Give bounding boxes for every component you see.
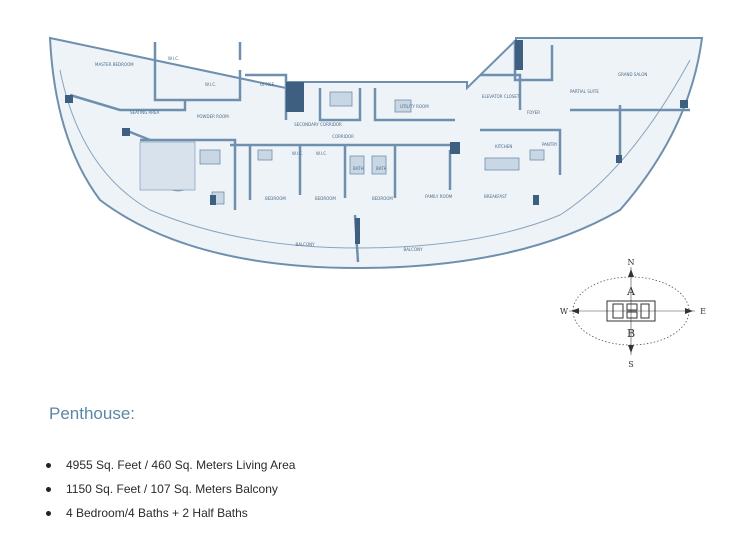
- floor-plan: MASTER BEDROOM SEATING AREA W.I.C. W.I.C…: [48, 36, 704, 270]
- arrow-n-icon: [628, 269, 634, 277]
- arrow-w-icon: [571, 308, 579, 314]
- room-bedroom-b: BEDROOM: [315, 196, 336, 201]
- room-kitchen: KITCHEN: [495, 144, 512, 149]
- bullet-icon: [46, 463, 51, 468]
- room-wic-1: W.I.C.: [168, 56, 179, 61]
- room-balcony-2: BALCONY: [403, 247, 423, 252]
- room-balcony-1: BALCONY: [295, 242, 315, 247]
- room-wic-2: W.I.C.: [205, 82, 216, 87]
- room-pantry: PANTRY: [542, 142, 558, 147]
- room-grand-salon: GRAND SALON: [618, 72, 647, 77]
- room-wic-4: W.I.C.: [316, 151, 327, 156]
- room-breakfast: BREAKFAST: [484, 194, 508, 199]
- room-bath-2: BATH: [376, 166, 387, 171]
- room-family-room: FAMILY ROOM: [425, 194, 453, 199]
- building-footprint: [606, 300, 656, 322]
- room-wic-3: W.I.C.: [292, 151, 303, 156]
- unit-heading: Penthouse:: [49, 404, 136, 423]
- room-secondary-corridor: SECONDARY CORRIDOR: [294, 122, 342, 127]
- spec-text: 1150 Sq. Feet / 107 Sq. Meters Balcony: [66, 482, 278, 496]
- zone-b-label: B: [627, 327, 635, 340]
- zone-a-label: A: [626, 285, 636, 298]
- room-partial-suite: PARTIAL SUITE: [570, 89, 599, 94]
- bullet-icon: [46, 511, 51, 516]
- compass-w-label: W: [560, 307, 569, 316]
- room-master-bedroom: MASTER BEDROOM: [95, 62, 134, 67]
- room-bedroom-a: BEDROOM: [265, 196, 286, 201]
- building-orientation-diagram: N S W E A B: [560, 258, 706, 369]
- room-elevator-closet: ELEVATOR CLOSET: [482, 94, 520, 99]
- room-utility-room: UTILITY ROOM: [400, 104, 429, 109]
- spec-text: 4 Bedroom/4 Baths + 2 Half Baths: [66, 506, 248, 520]
- spec-list: 4955 Sq. Feet / 460 Sq. Meters Living Ar…: [46, 456, 295, 528]
- spec-rooms: 4 Bedroom/4 Baths + 2 Half Baths: [46, 504, 295, 528]
- room-bedroom-c: BEDROOM: [372, 196, 393, 201]
- room-powder-room: POWDER ROOM: [197, 114, 229, 119]
- room-corridor: CORRIDOR: [332, 134, 354, 139]
- room-seating-area: SEATING AREA: [130, 110, 160, 115]
- spec-text: 4955 Sq. Feet / 460 Sq. Meters Living Ar…: [66, 458, 296, 472]
- room-office: OFFICE: [260, 82, 275, 87]
- plan-outline: [48, 36, 704, 270]
- tiled-bath: [139, 141, 196, 191]
- structural-columns: [65, 40, 688, 244]
- compass-s-label: S: [628, 360, 633, 369]
- compass-e-label: E: [700, 307, 706, 316]
- bullet-icon: [46, 487, 51, 492]
- compass-n-label: N: [628, 258, 635, 267]
- arrow-s-icon: [628, 345, 634, 353]
- spec-living-area: 4955 Sq. Feet / 460 Sq. Meters Living Ar…: [46, 456, 295, 480]
- spec-balcony-area: 1150 Sq. Feet / 107 Sq. Meters Balcony: [46, 480, 295, 504]
- room-bath-1: BATH: [353, 166, 364, 171]
- arrow-e-icon: [685, 308, 693, 314]
- room-foyer: FOYER: [527, 110, 540, 115]
